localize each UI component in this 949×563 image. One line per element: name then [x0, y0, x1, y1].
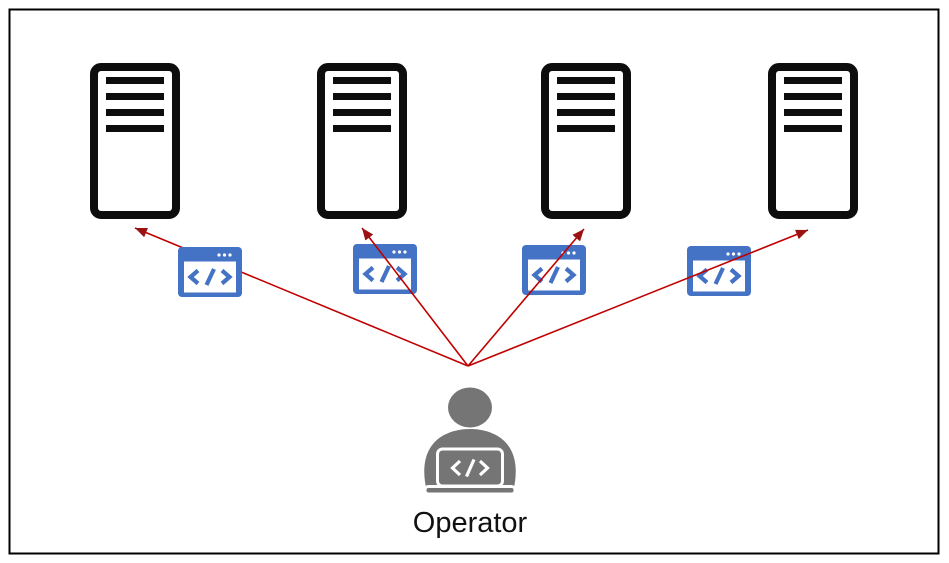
- command-arrow: [467, 229, 809, 367]
- operator-icon: [423, 387, 517, 496]
- server-icon: [94, 67, 176, 215]
- command-arrow: [361, 227, 469, 367]
- operator-label: Operator: [413, 507, 528, 539]
- diagram-border: [8, 8, 940, 555]
- code-window-icon: [178, 247, 242, 297]
- server-icon: [545, 67, 627, 215]
- operator-head: [448, 387, 492, 428]
- server-icon: [321, 67, 403, 215]
- code-window-icon: [687, 246, 751, 296]
- laptop-base: [423, 485, 517, 496]
- command-arrow: [467, 228, 585, 367]
- server-icon: [772, 67, 854, 215]
- code-window-icon: [522, 245, 586, 295]
- laptop-code-glyph-icon: [450, 458, 490, 478]
